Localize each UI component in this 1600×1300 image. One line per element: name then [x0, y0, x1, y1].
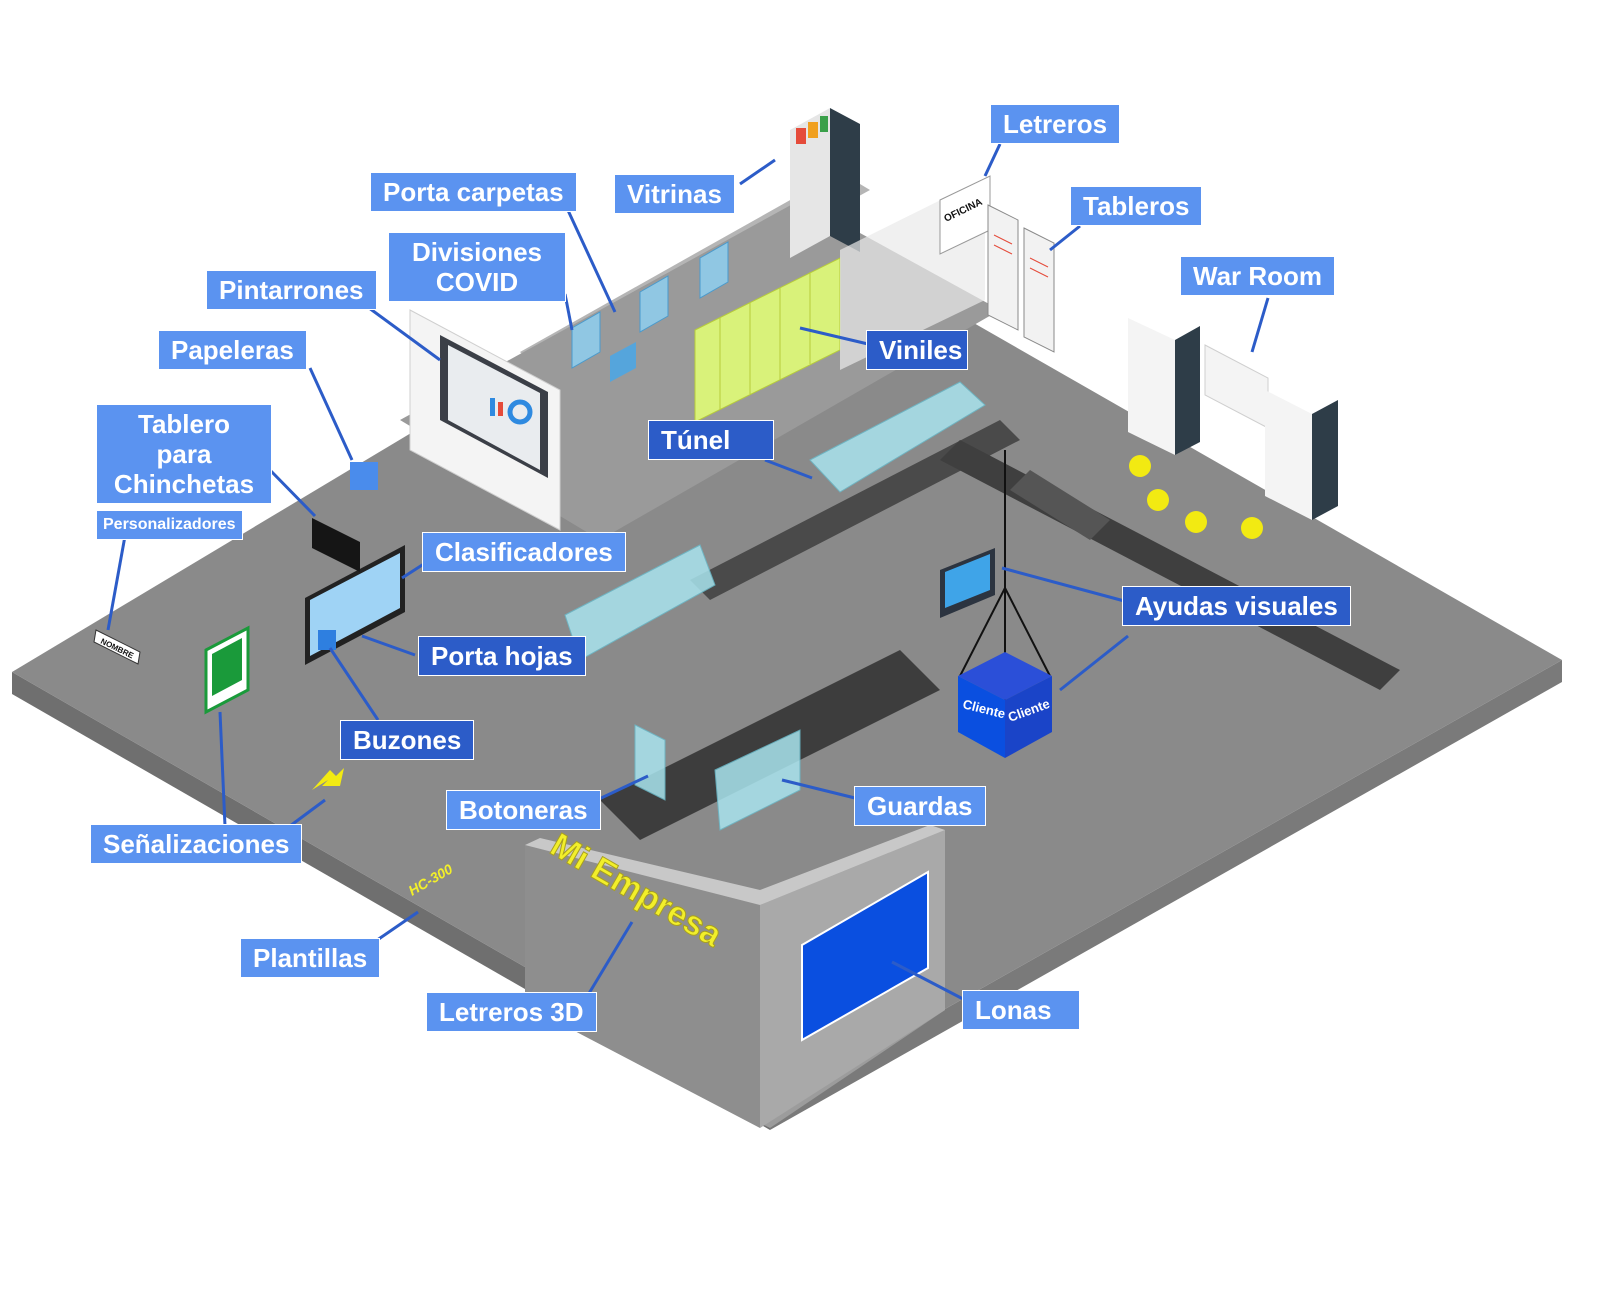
- callout-viniles: Viniles: [866, 330, 968, 370]
- callout-botoneras: Botoneras: [446, 790, 601, 830]
- upper-conveyor: [564, 381, 1020, 661]
- callout-senalizaciones: Señalizaciones: [90, 824, 303, 864]
- callout-pintarrones: Pintarrones: [206, 270, 377, 310]
- banner-lona: [801, 870, 929, 1042]
- floor: [12, 212, 1562, 1108]
- callout-lonas: Lonas: [962, 990, 1080, 1030]
- callout-divisiones-covid: Divisiones COVID: [388, 232, 566, 302]
- callout-ayudas-visuales: Ayudas visuales: [1122, 586, 1351, 626]
- callout-buzones: Buzones: [340, 720, 475, 760]
- pin-board: [312, 462, 378, 572]
- callout-letreros: Letreros: [990, 104, 1121, 144]
- exit-sign: [204, 625, 250, 715]
- right-conveyor: [940, 440, 1400, 690]
- lower-conveyor: [600, 650, 940, 840]
- war-room-panels: [1128, 318, 1338, 539]
- vitrina-shelf: [790, 108, 860, 258]
- callout-tablero-chinchetas: Tablero para Chinchetas: [96, 404, 272, 504]
- visual-aid-monitor: [940, 548, 995, 618]
- callout-papeleras: Papeleras: [158, 330, 307, 370]
- callout-personalizadores: Personalizadores: [96, 510, 243, 540]
- callout-war-room: War Room: [1180, 256, 1336, 296]
- callout-clasificadores: Clasificadores: [422, 532, 626, 572]
- front-building: Mi Empresa: [525, 825, 945, 1128]
- client-cube: Cliente Cliente: [958, 450, 1052, 758]
- sorting-screen: [305, 545, 405, 665]
- callout-letreros-3d: Letreros 3D: [426, 992, 597, 1032]
- callout-tableros: Tableros: [1070, 186, 1203, 226]
- floor-arrow: [312, 768, 344, 790]
- callout-porta-carpetas: Porta carpetas: [370, 172, 577, 212]
- callout-porta-hojas: Porta hojas: [418, 636, 586, 676]
- standing-boards: [987, 204, 1055, 353]
- callout-tunel: Túnel: [648, 420, 774, 460]
- callout-guardas: Guardas: [854, 786, 986, 826]
- pintarron-board: [409, 309, 561, 531]
- callout-vitrinas: Vitrinas: [614, 174, 735, 214]
- callout-plantillas: Plantillas: [240, 938, 381, 978]
- covid-glass-panels: [571, 241, 729, 382]
- leader-lines: [106, 143, 1270, 1002]
